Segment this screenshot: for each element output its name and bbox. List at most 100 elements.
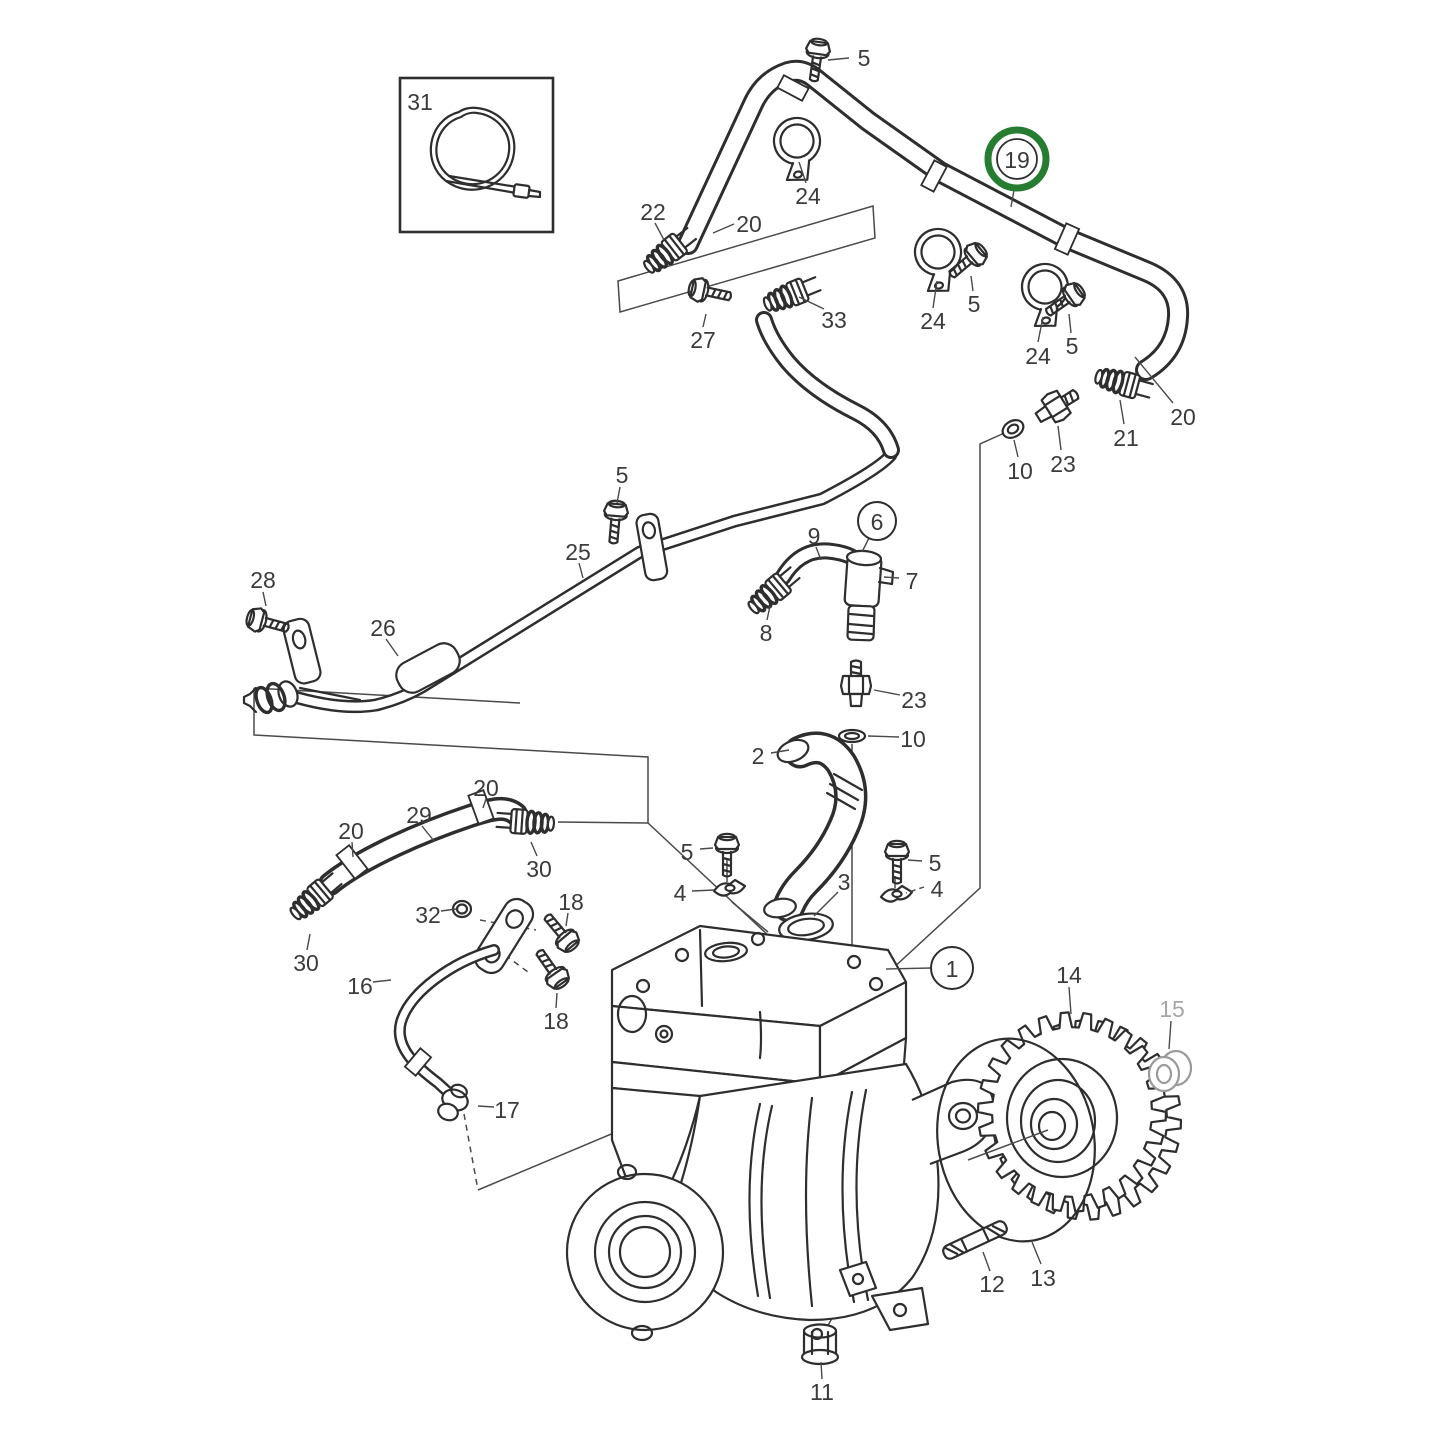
- part-label-9: 9: [808, 523, 821, 549]
- leader-line: [827, 57, 850, 61]
- leader-line: [1037, 316, 1044, 343]
- highlight-callout-19: 19: [984, 126, 1050, 192]
- washer-10-right: [1001, 419, 1025, 439]
- leader-line: [798, 296, 825, 310]
- leader-line: [861, 537, 870, 553]
- clip-4-right: [879, 884, 914, 903]
- leader-line: [1068, 313, 1072, 334]
- leader-line: [766, 605, 771, 621]
- bolt-18-upper: [536, 907, 585, 958]
- leader-line: [820, 1361, 823, 1380]
- part-label-21: 21: [1113, 425, 1139, 451]
- part-label-20: 20: [473, 775, 499, 801]
- leader-line: [885, 967, 932, 970]
- clamp-24-mid1: [909, 223, 970, 298]
- leader-line: [932, 280, 938, 309]
- part-label-20: 20: [1170, 404, 1196, 430]
- part-label-31: 31: [407, 89, 433, 115]
- bolt-5-left4: [713, 832, 741, 878]
- callout-6: 6: [857, 501, 897, 541]
- elbow-7: [843, 549, 895, 642]
- part-label-30: 30: [526, 856, 552, 882]
- leader-line: [578, 562, 584, 579]
- part-label-18: 18: [558, 889, 584, 915]
- leader-line: [873, 689, 901, 696]
- leader-line: [1010, 189, 1015, 208]
- inset-box-cable-tie: [398, 76, 555, 234]
- part-label-5: 5: [929, 850, 942, 876]
- leader-line: [798, 161, 807, 184]
- hose-2-opening-top: [776, 738, 810, 764]
- part-label-5: 5: [1066, 333, 1079, 359]
- leader-line: [1134, 356, 1174, 404]
- hose-band: [776, 74, 810, 102]
- fitting-17: [437, 1083, 469, 1122]
- leader-line: [1057, 425, 1062, 451]
- part-label-20: 20: [338, 818, 364, 844]
- leader-line: [982, 1251, 991, 1272]
- part-label-5: 5: [681, 839, 694, 865]
- nut-11: [800, 1323, 840, 1366]
- callout-label-1: 1: [946, 956, 959, 982]
- leader-line: [699, 847, 714, 850]
- part-label-20: 20: [736, 211, 762, 237]
- part-label-23: 23: [1050, 451, 1076, 477]
- hose-band: [335, 843, 369, 881]
- leader-line: [372, 979, 392, 983]
- part-label-4: 4: [674, 880, 687, 906]
- part-label-18: 18: [543, 1008, 569, 1034]
- hose-16-assembly: [393, 897, 535, 1122]
- leader-line: [351, 841, 354, 858]
- leader-line: [477, 1105, 495, 1108]
- fitting-23-mid: [839, 659, 873, 708]
- part-label-23: 23: [901, 687, 927, 713]
- part-label-3: 3: [838, 869, 851, 895]
- leader-line: [970, 275, 974, 292]
- hose-band: [467, 789, 495, 825]
- leader-line: [907, 859, 923, 862]
- leader-line: [905, 886, 925, 894]
- leader-line: [565, 912, 569, 927]
- hose-band: [1053, 222, 1081, 256]
- part-label-29: 29: [406, 802, 432, 828]
- part-label-26: 26: [370, 615, 396, 641]
- washer-15: [1147, 1049, 1193, 1093]
- leader-line: [385, 638, 399, 657]
- clip-4-left: [712, 878, 747, 897]
- part-label-33: 33: [821, 307, 847, 333]
- leader-line: [815, 546, 822, 561]
- part-label-4: 4: [931, 876, 944, 902]
- part-label-2: 2: [752, 743, 765, 769]
- part-label-7: 7: [906, 568, 919, 594]
- part-label-17: 17: [494, 1097, 520, 1123]
- leader-line: [654, 222, 665, 241]
- part-label-25: 25: [565, 539, 591, 565]
- callout-1: 1: [930, 946, 974, 990]
- part-label-12: 12: [979, 1271, 1005, 1297]
- bolt-5-right4: [883, 839, 911, 885]
- stud-12: [942, 1220, 1008, 1260]
- leader-line: [262, 591, 267, 607]
- right-fittings: [1001, 379, 1086, 439]
- leader-line: [1013, 439, 1019, 458]
- leader-line: [883, 576, 900, 579]
- leader-line: [691, 889, 715, 892]
- leader-line: [421, 825, 435, 842]
- leader-line: [555, 992, 558, 1009]
- bracket-25: [635, 512, 669, 582]
- hose-29: [283, 789, 557, 927]
- part-label-10: 10: [900, 726, 926, 752]
- leader-line: [813, 891, 839, 917]
- part-label-22: 22: [640, 199, 666, 225]
- part-label-27: 27: [690, 327, 716, 353]
- part-label-8: 8: [760, 620, 773, 646]
- part-label-15: 15: [1159, 996, 1185, 1022]
- leader-line: [530, 841, 538, 857]
- pipe-25-hose-33: [242, 270, 900, 715]
- elbow-assembly: [741, 542, 895, 942]
- leader-line: [616, 486, 621, 504]
- o-ring-13: [936, 1037, 1096, 1243]
- sleeve-26: [395, 642, 461, 694]
- part-label-32: 32: [415, 902, 441, 928]
